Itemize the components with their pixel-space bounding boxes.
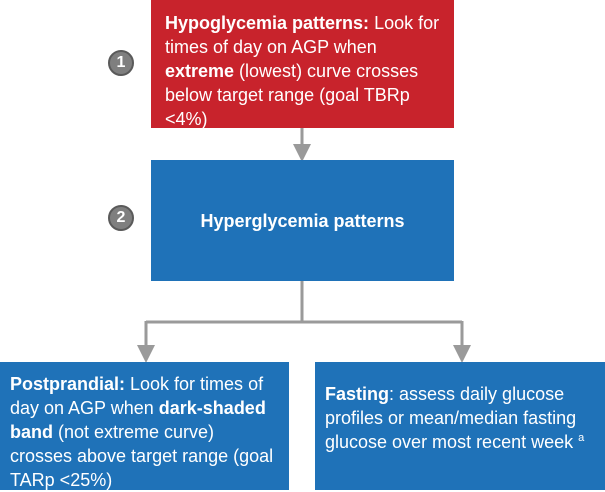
fasting-footnote-marker: a xyxy=(578,432,585,444)
postprandial-text-2: (not extreme curve) crosses above target… xyxy=(10,422,274,490)
hypoglycemia-patterns-box: Hypoglycemia patterns: Look for times of… xyxy=(151,0,454,129)
postprandial-box: Postprandial: Look for times of day on A… xyxy=(0,362,289,490)
hypoglycemia-text-2: (lowest) curve crosses below target rang… xyxy=(165,61,419,129)
postprandial-emphasis: dark-shaded band xyxy=(10,398,266,442)
hypoglycemia-heading: Hypoglycemia patterns: xyxy=(165,13,370,33)
hyperglycemia-patterns-box: Hyperglycemia patterns xyxy=(151,160,454,281)
fasting-heading: Fasting xyxy=(325,384,390,404)
postprandial-text-1: Look for times of day on AGP when xyxy=(10,374,264,418)
postprandial-heading: Postprandial: xyxy=(10,374,126,394)
hyperglycemia-heading: Hyperglycemia patterns xyxy=(200,210,405,231)
hypoglycemia-emphasis: extreme xyxy=(165,61,235,81)
fasting-text-1: : assess daily glucose profiles or mean/… xyxy=(325,384,579,452)
step-2-badge: 2 xyxy=(108,205,134,231)
hypoglycemia-text-1: Look for times of day on AGP when xyxy=(165,13,440,57)
fasting-box: Fasting: assess daily glucose profiles o… xyxy=(315,362,605,490)
step-1-badge: 1 xyxy=(108,50,134,76)
